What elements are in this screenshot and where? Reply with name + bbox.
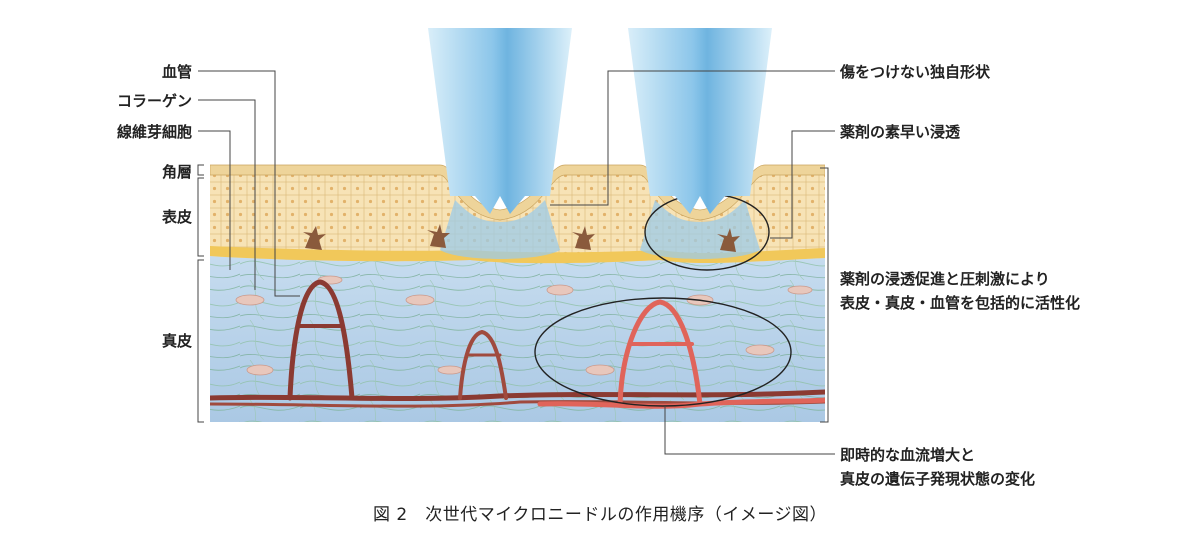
skin-tissue	[210, 164, 825, 422]
stratum-corneum	[210, 164, 825, 221]
label-stratum-corneum: 角層	[161, 163, 192, 181]
label-collagen: コラーゲン	[116, 92, 192, 110]
label-penetration: 薬剤の素早い浸透	[840, 123, 961, 141]
blood-vessels	[210, 279, 825, 409]
label-activation-line2: 表皮・真皮・血管を包括的に活性化	[840, 294, 1081, 312]
label-effect-line1: 即時的な血流増大と	[840, 446, 976, 464]
label-blood-vessel: 血管	[161, 63, 192, 81]
needle-right	[628, 28, 772, 214]
label-fibroblast: 線維芽細胞	[116, 123, 192, 141]
label-effect-line2: 真皮の遺伝子発現状態の変化	[840, 470, 1036, 488]
label-shape: 傷をつけない独自形状	[840, 63, 991, 81]
melanocytes	[303, 224, 740, 252]
leader-lines	[198, 70, 835, 455]
needle-left	[428, 28, 572, 214]
layer-brackets	[197, 164, 829, 423]
microneedles	[428, 28, 772, 214]
figure-caption: 図 2 次世代マイクロニードルの作用機序（イメージ図）	[372, 505, 828, 525]
drug-zone-left	[440, 200, 560, 259]
label-dermis: 真皮	[161, 332, 192, 350]
label-activation-line1: 薬剤の浸透促進と圧刺激により	[840, 270, 1050, 288]
effect-oval	[534, 297, 792, 407]
label-epidermis: 表皮	[161, 208, 192, 226]
